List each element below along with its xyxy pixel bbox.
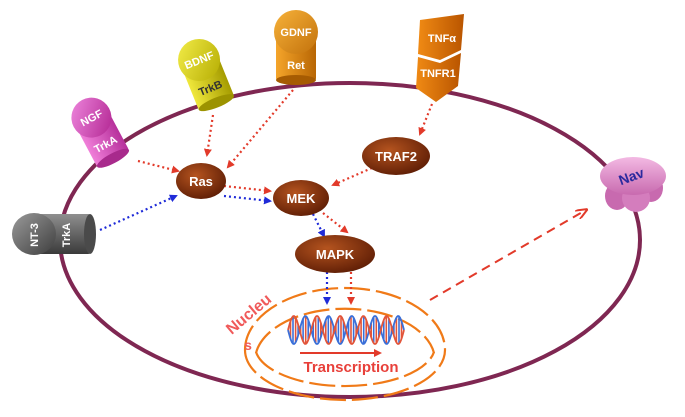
mek-node: MEK (273, 180, 329, 216)
gdnf-label: GDNF (280, 27, 311, 39)
mapk-node: MAPK (295, 235, 375, 273)
tnfr1-label: TNFR1 (420, 68, 455, 80)
ret-label: Ret (287, 60, 305, 72)
arrow-trka-ras (137, 159, 180, 174)
dna-helix-icon (287, 314, 405, 346)
trka-left-label: TrkA (61, 223, 73, 248)
dna-strand (287, 314, 405, 346)
traf2-node: TRAF2 (362, 137, 430, 175)
nav-channel-icon: Nav (600, 157, 666, 212)
tnfa-label: TNFα (428, 33, 456, 45)
arrow-ret-ras (226, 89, 294, 169)
tnfa-tnfr1-receptor: TNFα TNFR1 (416, 14, 464, 102)
arrow-mek-mapk-blue (312, 213, 325, 238)
ngf-trka-receptor: NGF TrkA (71, 97, 130, 168)
arrow-tnfr1-traf2 (418, 103, 434, 136)
arrow-ras-mek-red (223, 184, 272, 195)
nt3-label: NT-3 (29, 223, 41, 247)
arrow-traf2-mek (331, 166, 373, 187)
transcription-label: Transcription (303, 359, 398, 376)
nucleus-envelope (243, 286, 447, 402)
nucleus-label-line2: s (244, 337, 252, 353)
arrow-mek-mapk-red (322, 212, 349, 234)
ras-node: Ras (176, 163, 226, 199)
nt3-trka-receptor: NT-3 TrkA (12, 213, 96, 255)
bdnf-trkb-receptor: BDNF TrkB (178, 38, 235, 112)
gdnf-ret-receptor: GDNF Ret (274, 10, 318, 85)
mapk-label: MAPK (316, 247, 355, 262)
signal-arrows (99, 89, 434, 305)
traf2-label: TRAF2 (375, 149, 417, 164)
mek-label: MEK (287, 191, 317, 206)
arrow-trka-ras-blue (99, 194, 178, 232)
arrow-ras-mek-blue (223, 194, 272, 205)
ras-label: Ras (189, 174, 213, 189)
arrow-nucleus-nav (429, 210, 586, 301)
arrow-trkb-ras (203, 114, 215, 157)
